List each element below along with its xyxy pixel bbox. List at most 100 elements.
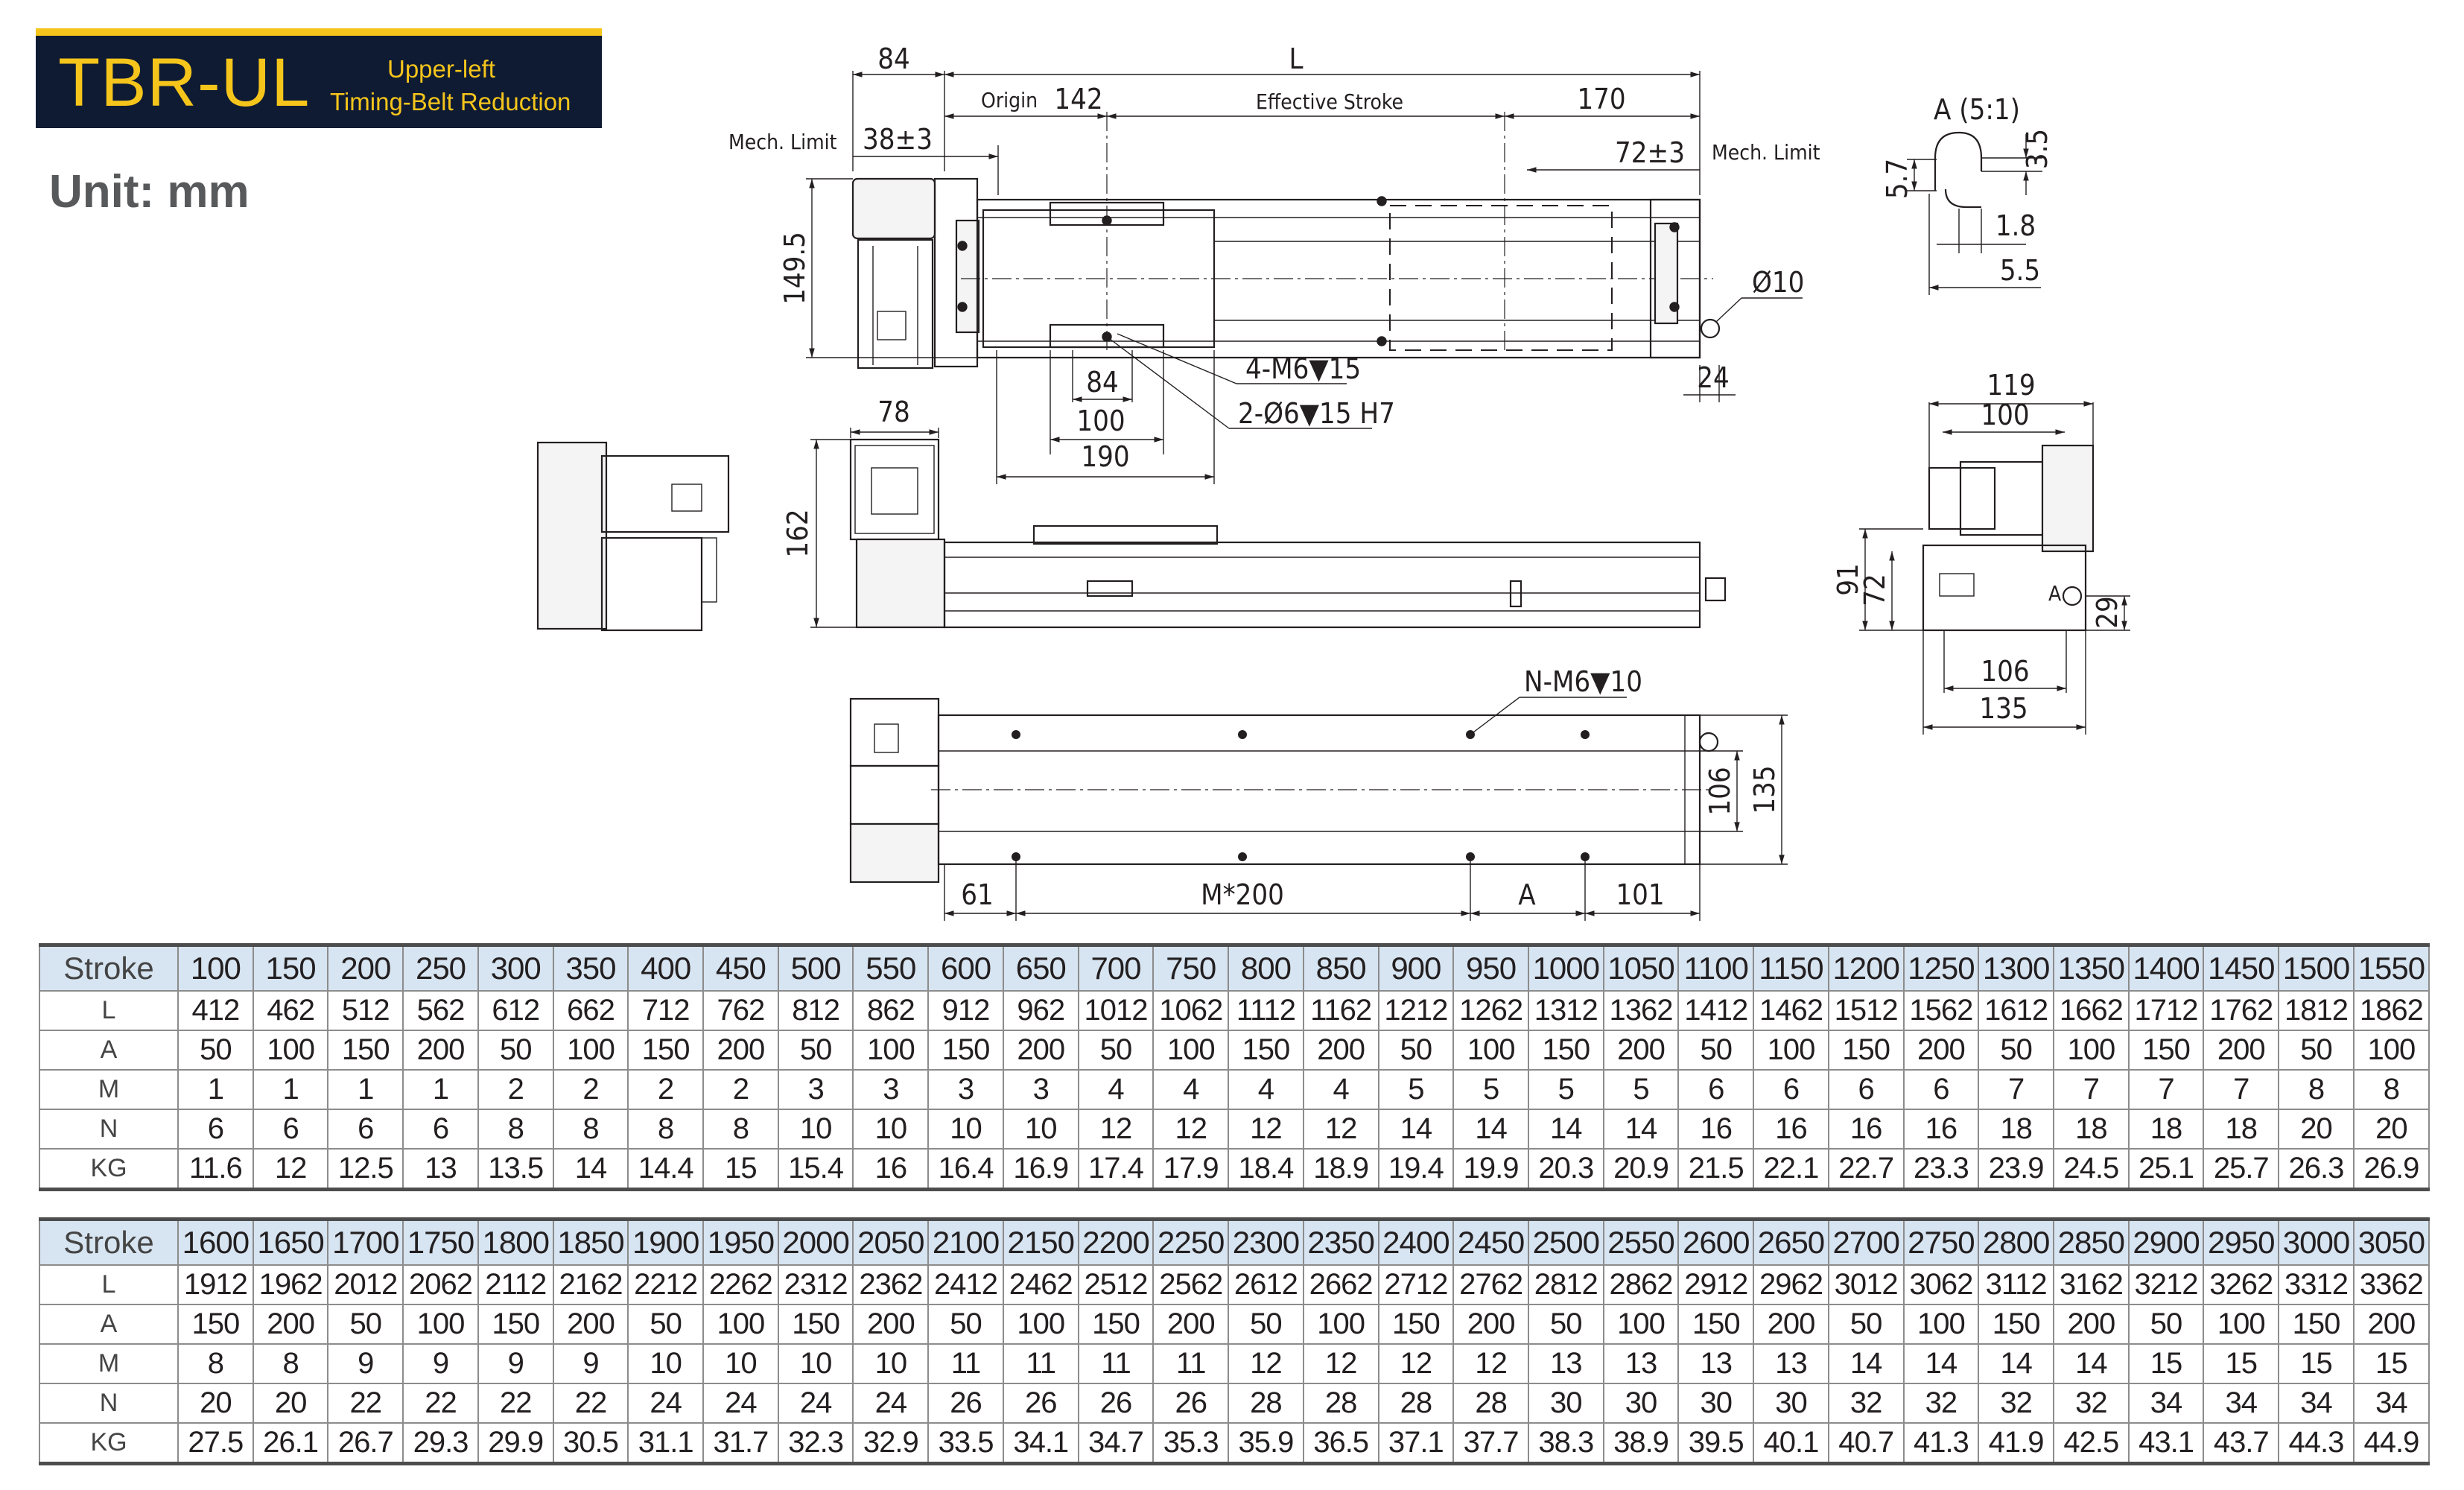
table-cell: 150 bbox=[177, 1304, 254, 1345]
table-cell: 3262 bbox=[2203, 1264, 2280, 1305]
table-cell: 6 bbox=[177, 1109, 254, 1150]
table-cell: 14 bbox=[1527, 1109, 1604, 1150]
dim-119: 119 bbox=[1987, 369, 2035, 402]
stroke-header-cell: 2300 bbox=[1228, 1218, 1304, 1266]
top-view: 84 L Origin 142 Effective Stroke 170 Mec… bbox=[728, 42, 1820, 484]
table-cell: 12 bbox=[1152, 1109, 1230, 1150]
stroke-header-cell: 1550 bbox=[2352, 944, 2430, 992]
table-cell: 2662 bbox=[1302, 1264, 1379, 1305]
stroke-header-cell: 2950 bbox=[2203, 1218, 2280, 1266]
table-cell: 5 bbox=[1602, 1069, 1680, 1110]
dim-d10: Ø10 bbox=[1752, 266, 1804, 299]
table-cell: 1 bbox=[252, 1069, 329, 1110]
table-cell: 612 bbox=[477, 990, 554, 1031]
table-cell: 2412 bbox=[927, 1264, 1004, 1305]
dim-106-side: 106 bbox=[1703, 767, 1736, 815]
table-cell: 6 bbox=[1677, 1069, 1755, 1110]
table-cell: 2112 bbox=[477, 1264, 554, 1305]
stroke-header-cell: 1900 bbox=[627, 1218, 705, 1266]
table-cell: 15.4 bbox=[777, 1148, 854, 1191]
table-cell: 10 bbox=[702, 1343, 779, 1384]
table-cell: 26.3 bbox=[2278, 1148, 2355, 1191]
row-label: N bbox=[39, 1383, 179, 1424]
table-cell: 2012 bbox=[327, 1264, 404, 1305]
table-cell: 462 bbox=[252, 990, 329, 1031]
table-cell: 11 bbox=[1002, 1343, 1079, 1384]
table-cell: 200 bbox=[1452, 1304, 1529, 1345]
table-cell: 1512 bbox=[1827, 990, 1905, 1031]
table-cell: 29.3 bbox=[402, 1422, 479, 1465]
table-cell: 3 bbox=[927, 1069, 1004, 1110]
table-cell: 35.9 bbox=[1228, 1422, 1304, 1465]
rail-profile-end bbox=[1922, 544, 2087, 632]
table-cell: 9 bbox=[552, 1343, 629, 1384]
table-cell: 18 bbox=[2052, 1109, 2130, 1150]
dim-190: 190 bbox=[1081, 440, 1129, 473]
dim-84-carriage: 84 bbox=[1086, 366, 1119, 399]
stroke-header-cell: 650 bbox=[1002, 944, 1079, 992]
table-cell: 6 bbox=[327, 1109, 404, 1150]
stroke-header-cell: 2750 bbox=[1902, 1218, 1980, 1266]
row-label: Stroke bbox=[39, 1218, 179, 1266]
dim-M200: M*200 bbox=[1201, 878, 1284, 911]
table-cell: 512 bbox=[327, 990, 404, 1031]
table-cell: 50 bbox=[777, 1030, 854, 1071]
table-cell: 12.5 bbox=[327, 1148, 404, 1191]
stroke-header-cell: 850 bbox=[1302, 944, 1379, 992]
table-cell: 100 bbox=[852, 1030, 930, 1071]
dim-61: 61 bbox=[961, 878, 994, 911]
title-badge: TBR-UL Upper-left Timing-Belt Reduction bbox=[36, 28, 602, 128]
callout-nm6: N-M6▼10 bbox=[1524, 665, 1642, 698]
stroke-header-cell: 2200 bbox=[1077, 1218, 1155, 1266]
table-cell: 15 bbox=[2127, 1343, 2205, 1384]
table-cell: 2312 bbox=[777, 1264, 854, 1305]
stroke-header-cell: 2050 bbox=[852, 1218, 930, 1266]
table-cell: 100 bbox=[1753, 1030, 1829, 1071]
origin-label: Origin bbox=[981, 88, 1038, 112]
table-cell: 12 bbox=[1377, 1343, 1455, 1384]
table-cell: 150 bbox=[2278, 1304, 2355, 1345]
stroke-header-cell: 2250 bbox=[1152, 1218, 1230, 1266]
dim-106-end: 106 bbox=[1981, 655, 2029, 688]
stroke-header-cell: 200 bbox=[327, 944, 404, 992]
table-cell: 32 bbox=[1827, 1383, 1905, 1424]
dim-1-8: 1.8 bbox=[1995, 209, 2036, 242]
table-cell: 862 bbox=[852, 990, 930, 1031]
stroke-header-cell: 1500 bbox=[2278, 944, 2355, 992]
stroke-header-cell: 1100 bbox=[1677, 944, 1755, 992]
table-cell: 1662 bbox=[2052, 990, 2130, 1031]
table-cell: 150 bbox=[2127, 1030, 2205, 1071]
dim-3-5: 3.5 bbox=[2021, 129, 2054, 169]
table-cell: 15 bbox=[2203, 1343, 2280, 1384]
table-cell: 8 bbox=[477, 1109, 554, 1150]
table-cell: 33.5 bbox=[927, 1422, 1004, 1465]
section-A-label: A bbox=[2048, 581, 2062, 606]
table-cell: 150 bbox=[1677, 1304, 1755, 1345]
table-cell: 712 bbox=[627, 990, 705, 1031]
table-cell: 200 bbox=[252, 1304, 329, 1345]
table-cell: 2362 bbox=[852, 1264, 930, 1305]
stroke-header-cell: 1050 bbox=[1602, 944, 1680, 992]
table-cell: 30.5 bbox=[552, 1422, 629, 1465]
table-cell: 24 bbox=[777, 1383, 854, 1424]
table-cell: 2962 bbox=[1753, 1264, 1829, 1305]
table-cell: 150 bbox=[1228, 1030, 1304, 1071]
table-cell: 11.6 bbox=[177, 1148, 254, 1191]
table-cell: 7 bbox=[1978, 1069, 2054, 1110]
stroke-header-cell: 1400 bbox=[2127, 944, 2205, 992]
table-cell: 13 bbox=[1527, 1343, 1604, 1384]
carriage-plate bbox=[1032, 524, 1219, 545]
table-cell: 38.9 bbox=[1602, 1422, 1680, 1465]
table-cell: 12 bbox=[1077, 1109, 1155, 1150]
table-cell: 26.7 bbox=[327, 1422, 404, 1465]
table-cell: 150 bbox=[1978, 1304, 2054, 1345]
table-cell: 2612 bbox=[1228, 1264, 1304, 1305]
table-cell: 200 bbox=[1753, 1304, 1829, 1345]
row-label: KG bbox=[39, 1422, 179, 1465]
table-cell: 16.9 bbox=[1002, 1148, 1079, 1191]
table-cell: 34 bbox=[2203, 1383, 2280, 1424]
stroke-header-cell: 900 bbox=[1377, 944, 1455, 992]
detail-a-label: A (5:1) bbox=[1934, 93, 2020, 126]
stroke-header-cell: 2000 bbox=[777, 1218, 854, 1266]
